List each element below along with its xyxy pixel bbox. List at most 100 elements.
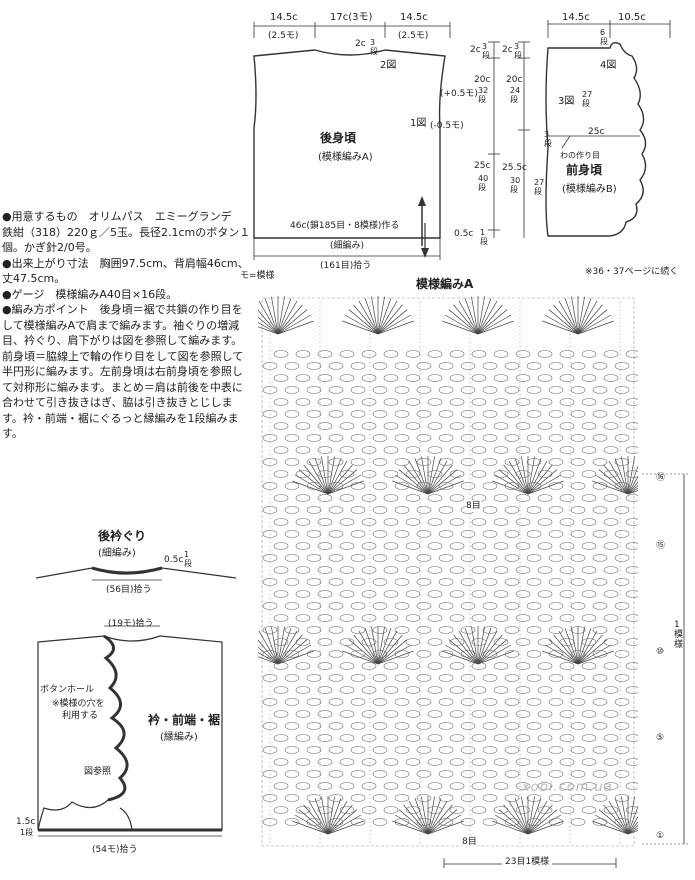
- chain-loop: [493, 614, 509, 622]
- chain-loop: [405, 662, 421, 670]
- chain-loop: [306, 530, 322, 538]
- chain-loop: [273, 686, 289, 694]
- chain-loop: [570, 482, 586, 490]
- chain-loop: [570, 554, 586, 562]
- chain-loop: [592, 434, 608, 442]
- chain-loop: [427, 518, 443, 526]
- materials-block: ●用意するもの オリムパス エミーグランデ 鉄紺（318）220ｇ／5玉。長径2…: [2, 209, 252, 442]
- chain-loop: [273, 422, 289, 430]
- chain-loop: [625, 542, 638, 550]
- chain-loop: [427, 782, 443, 790]
- chain-loop: [526, 482, 542, 490]
- chain-loop: [559, 590, 575, 598]
- chain-loop: [592, 458, 608, 466]
- chain-loop: [295, 686, 311, 694]
- chain-loop: [394, 386, 410, 394]
- chain-loop: [515, 446, 531, 454]
- chain-loop: [405, 782, 421, 790]
- chain-loop: [625, 806, 638, 814]
- chain-loop: [460, 818, 476, 826]
- chain-loop: [306, 410, 322, 418]
- chain-loop: [350, 482, 366, 490]
- chain-loop: [548, 410, 564, 418]
- chain-loop: [306, 650, 322, 658]
- chain-loop: [482, 554, 498, 562]
- chain-loop: [394, 722, 410, 730]
- chain-loop: [548, 770, 564, 778]
- chain-loop: [284, 530, 300, 538]
- chain-loop: [548, 722, 564, 730]
- watermark: xobi.com.ua: [522, 780, 613, 795]
- chain-loop: [284, 362, 300, 370]
- chain-loop: [493, 470, 509, 478]
- chain-loop: [581, 614, 597, 622]
- chain-loop: [493, 446, 509, 454]
- front-top-left: 14.5c: [562, 12, 590, 23]
- edging-label-sub: (縁編み): [160, 732, 198, 743]
- chain-loop: [372, 554, 388, 562]
- chain-loop: [625, 566, 638, 574]
- chain-loop: [493, 734, 509, 742]
- chain-loop: [350, 362, 366, 370]
- chain-loop: [405, 518, 421, 526]
- chain-loop: [592, 482, 608, 490]
- fan-motif: [342, 296, 414, 335]
- chain-loop: [449, 422, 465, 430]
- back-neck-rows: 3段: [370, 38, 378, 56]
- chain-loop: [493, 350, 509, 358]
- chain-loop: [273, 614, 289, 622]
- dim-r1: 3段: [482, 42, 490, 60]
- chain-loop: [614, 530, 630, 538]
- dim-r4: 1段: [480, 228, 488, 246]
- chain-loop: [405, 398, 421, 406]
- chain-loop: [526, 458, 542, 466]
- chain-loop: [504, 698, 520, 706]
- chain-loop: [515, 398, 531, 406]
- chain-loop: [427, 590, 443, 598]
- chain-loop: [614, 482, 630, 490]
- chain-loop: [482, 458, 498, 466]
- chain-loop: [559, 566, 575, 574]
- chain-loop: [273, 590, 289, 598]
- chain-loop: [625, 350, 638, 358]
- chain-loop: [438, 434, 454, 442]
- chain-loop: [339, 518, 355, 526]
- chain-loop: [416, 362, 432, 370]
- chain-loop: [328, 434, 344, 442]
- back-top-left-sub: (2.5モ): [268, 31, 299, 41]
- chain-loop: [504, 578, 520, 586]
- back-neckline-c: 0.5c: [164, 555, 184, 565]
- chain-loop: [372, 386, 388, 394]
- chain-loop: [438, 482, 454, 490]
- chain-loop: [405, 590, 421, 598]
- chain-loop: [614, 386, 630, 394]
- edging-neck-pickup: (19モ)拾う: [108, 619, 154, 629]
- side-dimensions: 2c 3段 20c (+0.5モ) 32段 25c 40段 0.5c 1段 2c…: [440, 38, 550, 248]
- chain-loop: [614, 674, 630, 682]
- chain-loop: [471, 422, 487, 430]
- chain-loop: [427, 422, 443, 430]
- chain-loop: [383, 590, 399, 598]
- chain-loop: [361, 446, 377, 454]
- chain-loop: [306, 434, 322, 442]
- chain-loop: [592, 698, 608, 706]
- chain-loop: [537, 734, 553, 742]
- chain-loop: [405, 446, 421, 454]
- chain-loop: [493, 638, 509, 646]
- chain-loop: [350, 626, 366, 634]
- chain-loop: [317, 374, 333, 382]
- chain-loop: [394, 674, 410, 682]
- chain-loop: [449, 758, 465, 766]
- chain-loop: [625, 662, 638, 670]
- chain-loop: [284, 410, 300, 418]
- chain-loop: [394, 770, 410, 778]
- chain-loop: [614, 746, 630, 754]
- chain-loop: [449, 686, 465, 694]
- chain-loop: [438, 602, 454, 610]
- chain-loop: [449, 710, 465, 718]
- front-width: 25c: [588, 127, 605, 137]
- chain-loop: [284, 434, 300, 442]
- chain-loop: [372, 794, 388, 802]
- chain-loop: [328, 770, 344, 778]
- back-neck-drop: 2c: [355, 39, 366, 49]
